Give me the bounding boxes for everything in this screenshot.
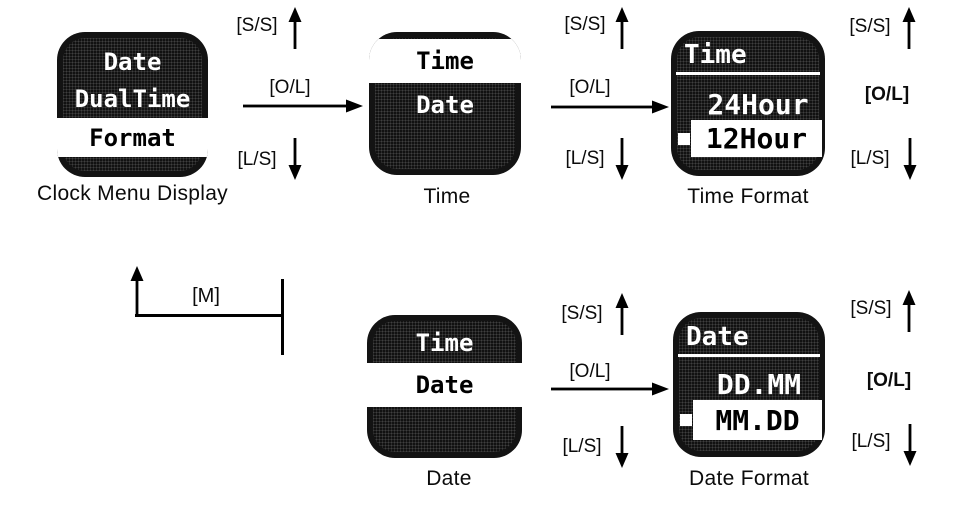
down-arrow-icon — [615, 138, 629, 180]
ol-button-label: [O/L] — [269, 77, 311, 98]
ss-button-label: [S/S] — [561, 303, 603, 324]
ol-button-label: [O/L] — [866, 370, 912, 391]
option-row-mmdd: MM.DD — [673, 400, 825, 440]
ol-button-label: [O/L] — [569, 77, 611, 98]
down-arrow-icon — [903, 424, 917, 466]
m-connector-horizontal-line — [135, 314, 283, 317]
m-connector-vertical-bar — [281, 279, 284, 355]
up-arrow-icon — [615, 293, 629, 335]
m-button-label: [M] — [192, 285, 220, 307]
caption-date: Date — [426, 467, 472, 490]
ss-button-label: [S/S] — [850, 298, 892, 319]
caption-time: Time — [423, 185, 471, 208]
lcd-title-date: Date — [686, 322, 749, 352]
option-12hour-highlighted: 12Hour — [691, 120, 822, 157]
ol-button-label: [O/L] — [864, 84, 910, 105]
menu-line-dualtime: DualTime — [74, 85, 191, 113]
down-arrow-icon — [903, 138, 917, 180]
right-arrow-icon — [551, 382, 669, 396]
option-mmdd-highlighted: MM.DD — [693, 400, 822, 440]
ls-button-label: [L/S] — [562, 436, 602, 457]
up-arrow-icon — [902, 7, 916, 49]
up-arrow-icon — [615, 7, 629, 49]
option-row-12hour: 12Hour — [671, 120, 825, 157]
up-arrow-icon — [130, 266, 144, 317]
lcd-screen-clock-menu: Date DualTime Format — [57, 32, 208, 177]
ss-button-label: [S/S] — [236, 15, 278, 36]
menu-line-time: Time — [415, 328, 474, 357]
lcd-title-underline — [676, 72, 820, 75]
menu-line-date: Date — [416, 90, 474, 119]
option-24hour: 24Hour — [707, 87, 809, 121]
right-arrow-icon — [551, 100, 669, 114]
selection-marker-icon — [678, 132, 690, 145]
lcd-screen-date-format: Date DD.MM MM.DD — [673, 312, 825, 457]
down-arrow-icon — [288, 138, 302, 180]
lcd-title-time: Time — [684, 40, 747, 70]
lcd-screen-date: Time Date — [367, 315, 522, 458]
ol-button-label: [O/L] — [569, 361, 611, 382]
lcd-screen-time-format: Time 24Hour 12Hour — [671, 31, 825, 176]
down-arrow-icon — [615, 426, 629, 468]
caption-date-format: Date Format — [689, 467, 809, 490]
ss-button-label: [S/S] — [564, 14, 606, 35]
menu-line-format-highlighted: Format — [57, 118, 208, 157]
selection-marker-icon — [680, 414, 692, 426]
lcd-screen-time: Time Date — [369, 32, 521, 175]
ls-button-label: [L/S] — [850, 148, 890, 169]
option-ddmm: DD.MM — [716, 368, 802, 401]
lcd-title-underline — [678, 354, 820, 357]
up-arrow-icon — [902, 290, 916, 332]
menu-line-date-highlighted: Date — [367, 363, 522, 407]
menu-line-time-highlighted: Time — [369, 39, 521, 83]
right-arrow-icon — [243, 99, 363, 113]
menu-line-date: Date — [103, 48, 162, 76]
ls-button-label: [L/S] — [237, 149, 277, 170]
caption-clock-menu-display: Clock Menu Display — [37, 182, 228, 205]
ls-button-label: [L/S] — [851, 431, 891, 452]
ls-button-label: [L/S] — [565, 148, 605, 169]
ss-button-label: [S/S] — [849, 16, 891, 37]
up-arrow-icon — [288, 7, 302, 49]
caption-time-format: Time Format — [687, 185, 809, 208]
